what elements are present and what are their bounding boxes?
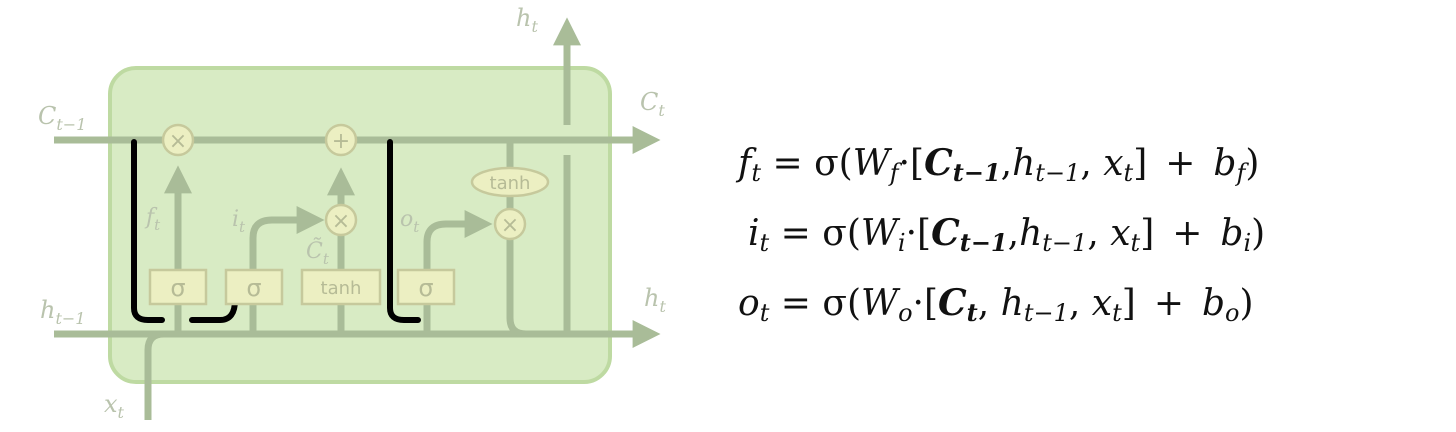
label-c-tilde: C̃t — [306, 238, 330, 268]
equation-forget: ft = σ(Wf·[Ct−1,ht−1, xt]+bf) — [738, 142, 1260, 187]
equations-block: ft = σ(Wf·[Ct−1,ht−1, xt]+bf) it = σ(Wi·… — [738, 128, 1438, 338]
input-gate-box — [224, 268, 284, 306]
candidate-tanh: tanh — [321, 278, 362, 299]
label-c-next: Ct — [640, 88, 665, 120]
label-o: ot — [400, 207, 420, 236]
forget-multiply-op — [161, 123, 195, 157]
label-i: it — [232, 207, 246, 236]
label-h-next: ht — [644, 284, 666, 316]
peephole-output — [387, 139, 421, 323]
peephole-forget — [131, 139, 165, 323]
input-sigma: σ — [246, 274, 261, 302]
output-multiply-symbol: × — [501, 213, 519, 238]
forget-multiply-symbol: × — [169, 129, 187, 154]
output-sigma: σ — [418, 274, 433, 302]
output-gate-line — [423, 210, 493, 334]
input-multiply-op — [324, 203, 358, 237]
output-tanh-label: tanh — [490, 173, 531, 194]
label-h-top: ht — [516, 4, 538, 36]
output-down-line — [506, 238, 527, 338]
forget-gate-box — [148, 268, 208, 306]
label-h-prev: ht−1 — [40, 296, 85, 328]
add-op — [324, 123, 358, 157]
equation-input: it = σ(Wi·[Ct−1,ht−1, xt]+bi) — [748, 212, 1266, 257]
label-c-prev: Ct−1 — [38, 102, 86, 134]
equation-output: ot = σ(Wo·[Ct, ht−1, xt]+bo) — [738, 282, 1254, 327]
output-tanh-op — [470, 166, 550, 198]
forget-sigma: σ — [170, 274, 185, 302]
add-symbol: + — [332, 129, 350, 154]
output-multiply-op — [493, 207, 527, 241]
input-multiply-symbol: × — [332, 209, 350, 234]
input-gate-line — [249, 206, 325, 334]
candidate-gate-box — [300, 268, 382, 306]
label-x: xt — [104, 390, 125, 422]
output-gate-box — [396, 268, 456, 306]
input-x-line — [144, 330, 165, 420]
